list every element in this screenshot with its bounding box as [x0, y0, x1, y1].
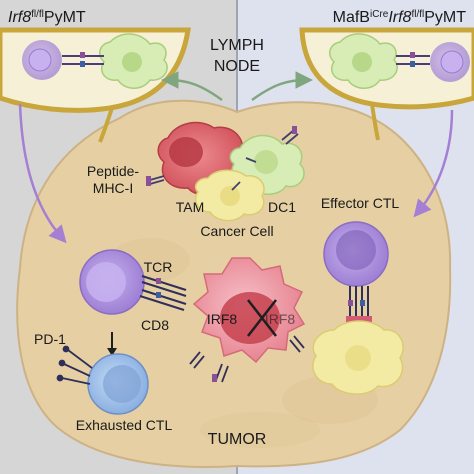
tcr-label: TCR — [144, 259, 173, 275]
tumor-label: TUMOR — [208, 431, 267, 448]
dc1-label: DC1 — [268, 199, 296, 215]
dc1-nucleus — [254, 150, 278, 174]
tam-label: TAM — [176, 199, 205, 215]
pd1-receptors — [56, 345, 93, 385]
tcr-ctl-nucleus — [86, 262, 126, 302]
naive-ctl-right-nucleus — [440, 50, 464, 74]
receptor-pair-left-lymph — [62, 52, 104, 67]
lymph-node-label-line2: NODE — [214, 58, 260, 75]
tam-nucleus — [169, 137, 203, 167]
exhausted-ctl-label: Exhausted CTL — [76, 417, 173, 433]
exhausted-ctl-nucleus — [103, 365, 141, 403]
left-panel-title: Irf8fl/flPyMT — [8, 9, 86, 27]
irf8-label: IRF8 — [207, 311, 238, 327]
migration-arrow-right — [251, 71, 313, 102]
ctl-tcr-cd8 — [139, 275, 187, 311]
effector-tcr-cd8 — [346, 286, 372, 324]
x-mark-icon — [247, 299, 277, 337]
cancer-cell-lower-right-nucleus — [345, 345, 371, 371]
cancer-cell-label: Cancer Cell — [200, 223, 273, 239]
cancer-cell-center-nucleus — [220, 186, 240, 206]
dc-left-lymph-nucleus — [122, 52, 142, 72]
pd1-label: PD-1 — [34, 331, 66, 347]
peptide-mhc-molecules — [146, 126, 299, 191]
cd8-label: CD8 — [141, 317, 169, 333]
down-arrow-icon — [107, 332, 117, 356]
peptide-mhc-label-line2: MHC-I — [93, 180, 133, 196]
effector-ctl-nucleus — [336, 230, 376, 270]
irf8-faded-label: IRF8 — [265, 311, 296, 327]
receptor-pair-right-lymph — [396, 52, 430, 67]
tumor-texture — [200, 412, 320, 448]
lymph-node-label-line1: LYMPH — [210, 37, 264, 54]
infiltration-arrow-right — [413, 109, 454, 218]
migration-arrow-left — [161, 71, 223, 102]
lymph-vessel-left — [98, 107, 114, 143]
naive-ctl-left-nucleus — [28, 48, 52, 72]
right-panel-title: MafBiCreIrf8fl/flPyMT — [333, 9, 467, 27]
effector-ctl-label: Effector CTL — [321, 195, 400, 211]
cancer-cell-pink-nucleus — [220, 292, 280, 344]
dc-right-lymph-nucleus — [352, 52, 372, 72]
lymph-vessel-right — [370, 103, 380, 141]
mhc-on-pink-cell — [189, 335, 305, 383]
infiltration-arrow-left — [18, 103, 67, 244]
peptide-mhc-label-line1: Peptide- — [87, 163, 139, 179]
